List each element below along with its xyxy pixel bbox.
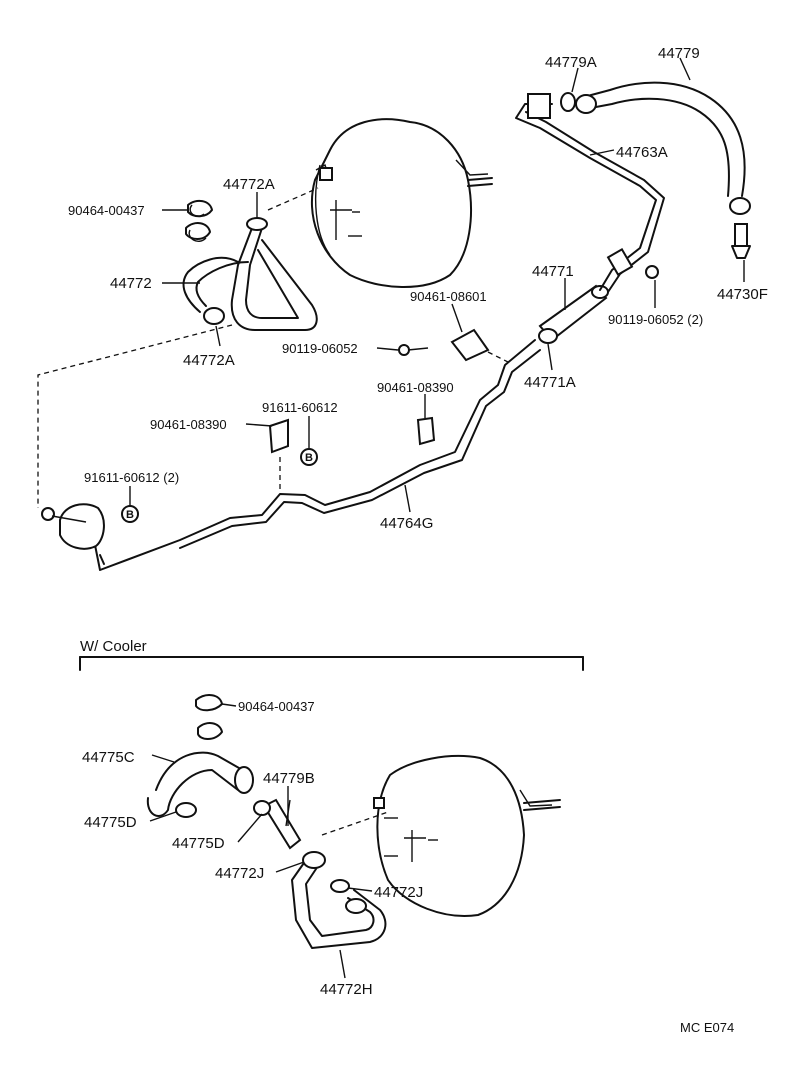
clamp-90461-08601: [450, 328, 490, 362]
hose-44775C: [146, 694, 254, 818]
label-44775D-left: 44775D: [84, 814, 137, 831]
label-44763A: 44763A: [616, 144, 668, 161]
label-44772J-right: 44772J: [374, 884, 423, 901]
label-91611-60612-2: 91611-60612 (2): [84, 470, 179, 485]
label-w-cooler: W/ Cooler: [80, 638, 147, 655]
label-44771: 44771: [532, 263, 574, 280]
pipe-44763A: [515, 93, 665, 293]
brake-booster-lower: [373, 755, 561, 917]
label-90119-06052: 90119-06052: [282, 341, 358, 356]
label-90464-00437-bottom: 90464-00437: [238, 699, 315, 714]
valve-44779B: [253, 798, 302, 850]
label-44779B: 44779B: [263, 770, 315, 787]
labels: 44779 44779A 44763A 44730F 44771 90119-0…: [68, 45, 768, 1035]
label-44779A: 44779A: [545, 54, 597, 71]
label-44730F: 44730F: [717, 286, 768, 303]
diagram-code: MC E074: [680, 1020, 734, 1035]
hose-44772H: [291, 851, 387, 949]
label-90119-06052-2: 90119-06052 (2): [608, 312, 703, 327]
leaders-upper: [129, 57, 745, 513]
hose-44779: [560, 81, 751, 215]
clamps-90461-08390: [268, 416, 436, 454]
label-44772: 44772: [110, 275, 152, 292]
label-44775C: 44775C: [82, 749, 135, 766]
label-44772H: 44772H: [320, 981, 373, 998]
label-44775D-right: 44775D: [172, 835, 225, 852]
label-91611-60612: 91611-60612: [262, 400, 338, 415]
leaders-lower: [149, 703, 373, 979]
bolt-90119: [398, 265, 659, 356]
label-44772J-left: 44772J: [215, 865, 264, 882]
label-44764G: 44764G: [380, 515, 433, 532]
marker-b-left: B: [126, 509, 134, 521]
label-44771A: 44771A: [524, 374, 576, 391]
bracket-left: [41, 503, 105, 550]
label-90461-08390-left: 90461-08390: [150, 417, 227, 432]
brake-booster-upper: [310, 118, 493, 288]
label-44772A-top: 44772A: [223, 176, 275, 193]
label-90461-08390-right: 90461-08390: [377, 380, 454, 395]
union-44730F: [731, 223, 751, 259]
pipe-44764G: [94, 339, 541, 571]
cooler-bracket: [79, 656, 584, 671]
marker-b-right: B: [305, 452, 313, 464]
label-90464-00437-top: 90464-00437: [68, 203, 145, 218]
check-valve-44771: [538, 284, 609, 344]
dashed-leaders: [37, 187, 509, 836]
label-44779: 44779: [658, 45, 700, 62]
hose-44772: [182, 204, 318, 331]
clamp-90464-upper: [185, 199, 213, 240]
label-90461-08601: 90461-08601: [410, 289, 487, 304]
label-44772A-bottom: 44772A: [183, 352, 235, 369]
b-markers: [121, 448, 318, 523]
